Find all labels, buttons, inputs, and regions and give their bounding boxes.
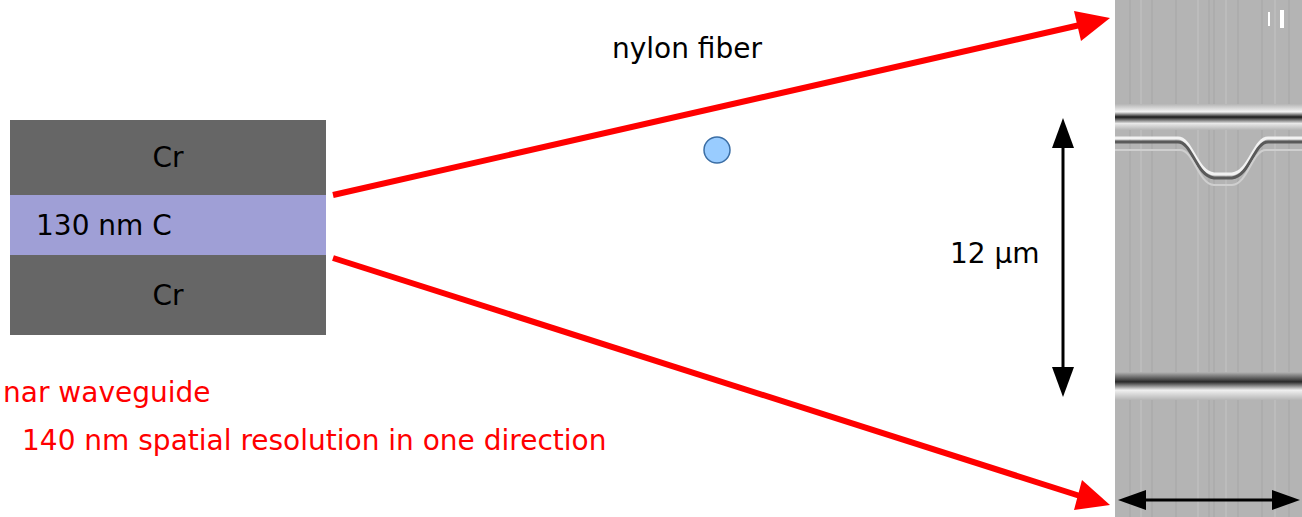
caption-line: 140 nm spatial resolution in one directi…: [22, 424, 606, 457]
dimension-label: 12 µm: [950, 237, 1040, 270]
chromium-layer: Cr: [10, 120, 326, 195]
carbon-layer: 130 nm C: [10, 195, 326, 255]
fiber-label: nylon fiber: [612, 32, 762, 65]
chromium-layer: Cr: [10, 255, 326, 335]
nylon-fiber-circle: [704, 137, 730, 163]
dimension-arrow: [1052, 118, 1074, 397]
detector-image: [1115, 0, 1302, 517]
width-arrow: [1118, 490, 1300, 510]
caption-line: nar waveguide: [3, 376, 210, 409]
layer-label: 130 nm C: [36, 209, 172, 242]
layer-label: Cr: [152, 141, 183, 174]
layer-label: Cr: [152, 279, 183, 312]
